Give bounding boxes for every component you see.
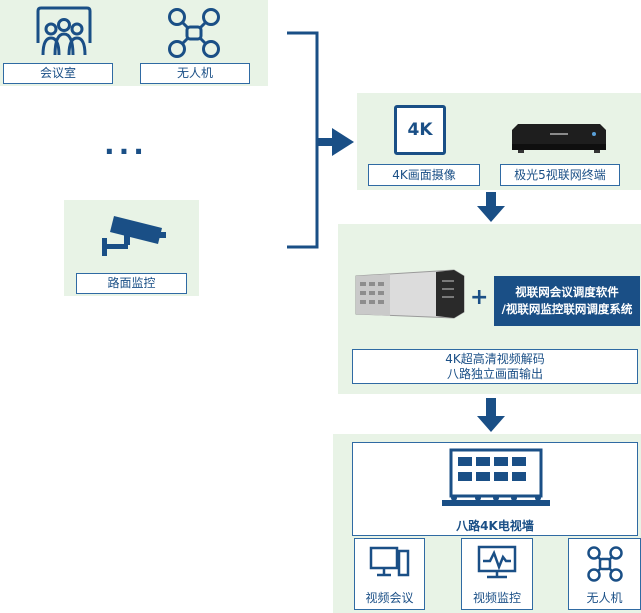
- terminal-label: 极光5视联网终端: [500, 164, 620, 186]
- video-conference-icon: [369, 546, 410, 577]
- output-drone-label: 无人机: [586, 591, 623, 605]
- meeting-room-label: 会议室: [3, 63, 113, 84]
- software-line-2: /视联网监控联网调度系统: [501, 302, 633, 316]
- ellipsis-text: ...: [104, 128, 148, 161]
- surveillance-camera-icon: [102, 216, 166, 256]
- 4k-camera-label: 4K画面摄像: [368, 164, 480, 186]
- decode-line-1: 4K超高清视频解码: [445, 351, 545, 366]
- video-wall-icon: [442, 448, 550, 506]
- software-line-1: 视联网会议调度软件: [515, 284, 619, 299]
- server-icon: [355, 269, 465, 319]
- drone-icon: [168, 8, 220, 58]
- scheduling-software-box: 视联网会议调度软件 /视联网监控联网调度系统: [494, 276, 640, 326]
- monitor-waveform-icon: [477, 545, 517, 579]
- drone-label: 无人机: [140, 63, 250, 84]
- decode-output-label: 4K超高清视频解码 八路独立画面输出: [352, 349, 638, 384]
- road-monitoring-label: 路面监控: [76, 273, 187, 294]
- meeting-room-icon: [36, 6, 92, 56]
- bracket-arrow: [287, 31, 354, 249]
- 4k-camera-icon: 4K: [394, 105, 446, 155]
- video-conference-label: 视频会议: [365, 591, 414, 605]
- output-drone-box: [568, 538, 641, 610]
- decode-line-2: 八路独立画面输出: [446, 366, 543, 381]
- down-arrow-2: [477, 398, 505, 432]
- output-drone-icon: [587, 546, 623, 582]
- plus-sign: +: [470, 285, 489, 310]
- video-monitoring-label: 视频监控: [472, 591, 521, 605]
- terminal-device-icon: [512, 124, 606, 153]
- 4k-badge-text: 4K: [407, 120, 433, 140]
- down-arrow-1: [477, 192, 505, 222]
- video-wall-label: 八路4K电视墙: [456, 519, 534, 533]
